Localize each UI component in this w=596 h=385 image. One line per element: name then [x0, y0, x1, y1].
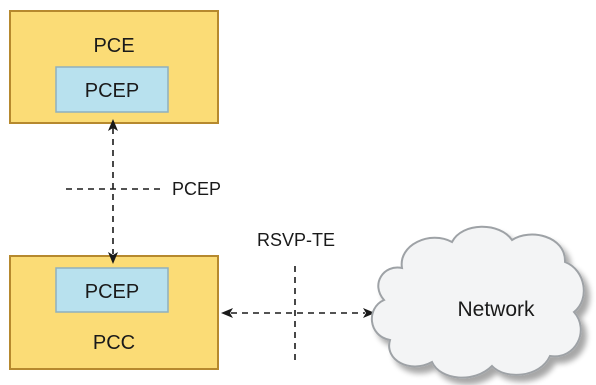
pce-pcep-module [55, 66, 169, 113]
rsvp-te-link-label: RSVP-TE [257, 230, 335, 250]
pce-pcep-label: PCEP [85, 80, 139, 102]
arrow-left-icon [221, 308, 233, 318]
pcc-title: PCC [93, 332, 135, 354]
arrow-up-icon [108, 119, 118, 131]
rsvp-te-connector: RSVP-TE [221, 230, 375, 362]
cloud-icon [370, 225, 585, 379]
pcep-connector: PCEP [66, 119, 221, 264]
pcc-pcep-label: PCEP [85, 281, 139, 303]
pcc-node: PCEP PCC [9, 255, 219, 370]
network-label: Network [457, 298, 535, 321]
arrow-right-icon [363, 308, 375, 318]
pce-title: PCE [93, 35, 134, 57]
pcc-pcep-module [55, 267, 169, 313]
pcep-link-label: PCEP [172, 179, 221, 199]
network-cloud: Network [370, 225, 585, 379]
pce-node: PCE PCEP [9, 10, 219, 124]
arrow-down-icon [108, 252, 118, 264]
